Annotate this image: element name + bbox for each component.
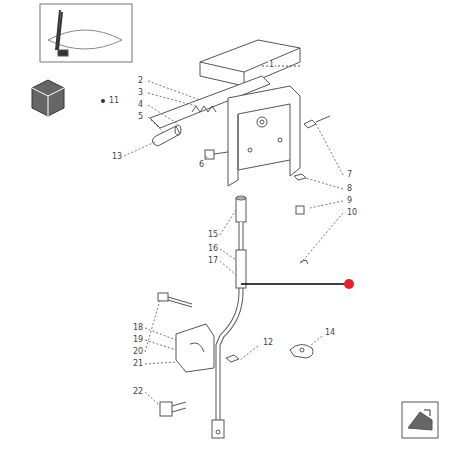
callout-number: 10	[346, 208, 358, 217]
callout-number: 4	[137, 100, 144, 109]
cable-sleeve	[236, 250, 246, 288]
spring	[192, 106, 216, 112]
bolt	[205, 150, 228, 159]
highlight-leader	[241, 283, 346, 285]
clamp-slot	[190, 343, 204, 352]
callout-number: 14	[324, 328, 336, 337]
callout-number: 21	[132, 359, 144, 368]
pivot-pin	[152, 125, 181, 146]
callout-number: 22	[132, 387, 144, 396]
callout-number: 6	[198, 160, 205, 169]
cable-end	[212, 420, 224, 438]
pedal-pad	[200, 40, 300, 86]
leader-lines	[124, 81, 343, 406]
callout-number: 20	[132, 347, 144, 356]
bolt	[158, 293, 192, 307]
callout-number: 9	[346, 196, 353, 205]
callout-number: 7	[346, 170, 353, 179]
callout-number: 5	[137, 112, 144, 121]
inset-lever	[56, 10, 62, 50]
inset-frame	[40, 4, 132, 62]
cable-end-fitting	[236, 196, 304, 222]
nut	[294, 174, 306, 180]
callout-number: 18	[132, 323, 144, 332]
callout-number: 11	[108, 96, 120, 105]
clip-14	[290, 344, 313, 358]
nav-icon	[402, 402, 438, 438]
callout-number: 13	[111, 152, 123, 161]
cable-clamp	[176, 324, 214, 372]
bolt	[160, 402, 186, 416]
callout-number: 1	[268, 60, 275, 69]
inset-mark	[58, 50, 68, 56]
bolt	[304, 116, 330, 128]
callout-number: 2	[137, 76, 144, 85]
callout-number: 17	[207, 256, 219, 265]
callout-number: 3	[137, 88, 144, 97]
mounting-bracket	[228, 86, 300, 186]
callout-number: 12	[262, 338, 274, 347]
callout-number: 16	[207, 244, 219, 253]
kit-icon	[32, 80, 105, 116]
highlight-dot	[344, 279, 354, 289]
callout-number: 15	[207, 230, 219, 239]
callout-number: 8	[346, 184, 353, 193]
nut	[226, 355, 239, 362]
callout-number: 19	[132, 335, 144, 344]
